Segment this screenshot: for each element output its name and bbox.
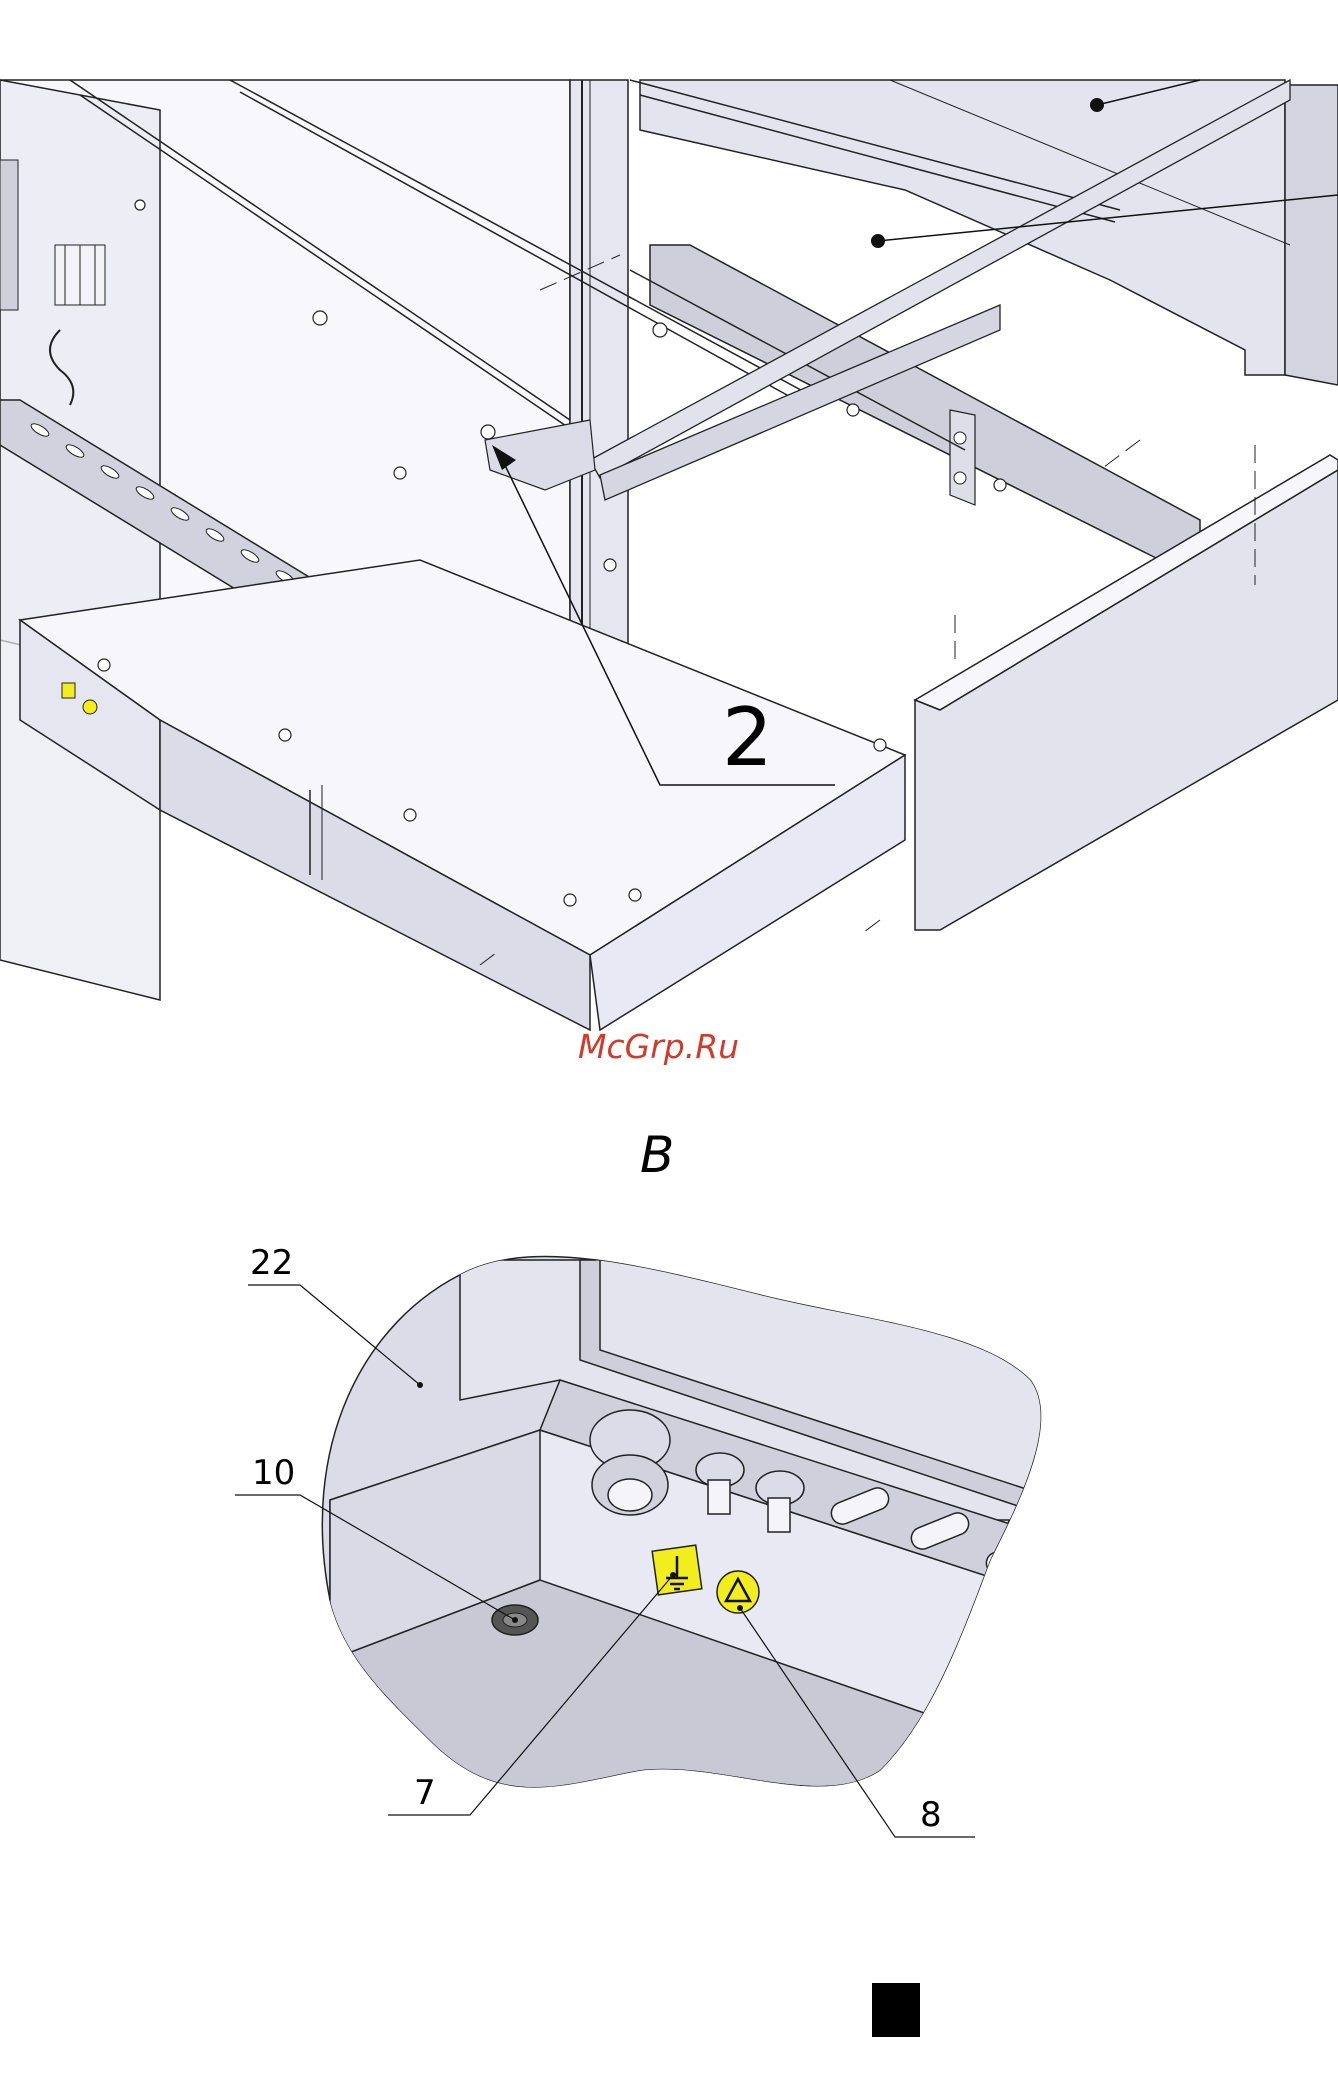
screw [564, 894, 576, 906]
warning-label-small [83, 700, 97, 714]
detail-view: 22 10 7 8 [235, 1243, 1060, 1837]
leader-dot [417, 1382, 423, 1388]
callout-10-label: 10 [252, 1453, 295, 1493]
rear-wall-right-face [1285, 85, 1338, 385]
screw [847, 404, 859, 416]
page-marker [872, 1983, 920, 2037]
screw [629, 889, 641, 901]
screw [874, 739, 886, 751]
screw [653, 323, 667, 337]
callout-7-label: 7 [414, 1773, 436, 1813]
screw [394, 467, 406, 479]
screw [604, 559, 616, 571]
leader-dot [737, 1605, 743, 1611]
bolt [954, 432, 966, 444]
screw [279, 729, 291, 741]
inner-frame-post [950, 410, 975, 505]
watermark: McGrp.Ru [578, 1027, 739, 1066]
screw [994, 479, 1006, 491]
detail-view-title: B [640, 1126, 674, 1184]
bolt [954, 472, 966, 484]
assembly-view: 2 [0, 80, 1338, 1030]
leader-dot [670, 1572, 676, 1578]
left-side-panel [0, 80, 160, 1000]
screw [481, 425, 495, 439]
screw [98, 659, 110, 671]
screw [404, 809, 416, 821]
callout-2-label: 2 [722, 691, 773, 784]
ground-label-small [62, 683, 75, 698]
callout-8-label: 8 [920, 1795, 942, 1835]
component-stack [0, 160, 18, 310]
callout-22-label: 22 [250, 1243, 293, 1283]
screw [135, 200, 145, 210]
screw [313, 311, 327, 325]
leader-dot [512, 1617, 518, 1623]
